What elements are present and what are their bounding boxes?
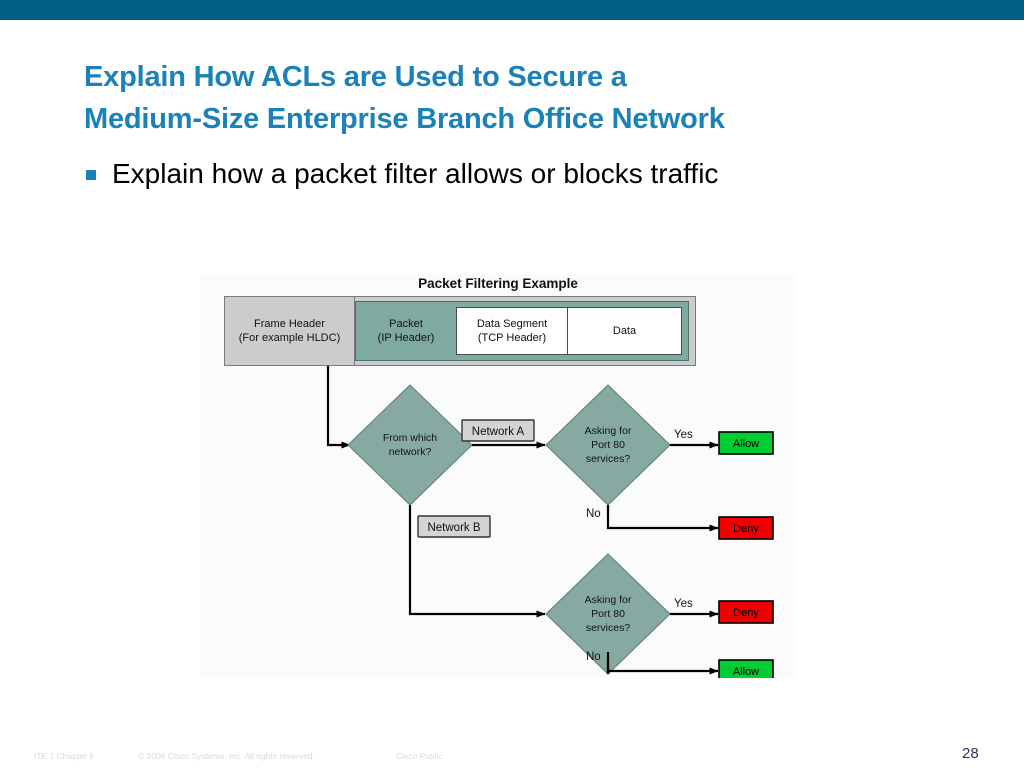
data-segment-region: Data Segment (TCP Header) Data bbox=[456, 307, 682, 355]
network-a-label: Network A bbox=[472, 426, 525, 438]
decision-from-which-network bbox=[347, 384, 473, 506]
edge-network-b bbox=[408, 505, 546, 618]
page-title: Explain How ACLs are Used to Secure a Me… bbox=[84, 56, 1004, 140]
result-box-lower-allow bbox=[718, 659, 774, 678]
decision-2-line-1: Asking for bbox=[585, 425, 632, 437]
segment-line-1: Data Segment bbox=[476, 318, 548, 330]
branch-label-lower-no: No bbox=[586, 651, 601, 663]
packet-ip-cell: Packet (IP Header) bbox=[356, 302, 456, 360]
data-cell: Data bbox=[612, 325, 637, 337]
result-box-upper-allow bbox=[718, 431, 774, 455]
frame-header-line-2: (For example HLDC) bbox=[238, 332, 341, 344]
segment-line-2: (TCP Header) bbox=[477, 332, 547, 344]
result-box-lower-deny bbox=[718, 600, 774, 624]
bullet-square-icon bbox=[86, 170, 96, 180]
edge-packet-to-network-decision bbox=[326, 366, 351, 449]
bullet-list-item: Explain how a packet filter allows or bl… bbox=[86, 157, 718, 191]
footer-chapter-label: ITE 1 Chapter 6 bbox=[34, 751, 95, 761]
network-b-label: Network B bbox=[427, 522, 480, 534]
label-box-network-a bbox=[461, 419, 535, 442]
decision-1-line-2: network? bbox=[389, 446, 432, 458]
packet-filtering-diagram: Packet Filtering Example Frame Header (F… bbox=[200, 274, 796, 678]
frame-header-line-1: Frame Header bbox=[254, 318, 325, 330]
result-label-lower-yes: Deny bbox=[733, 607, 759, 619]
top-banner-bar bbox=[0, 0, 1024, 20]
page-title-line-2: Medium-Size Enterprise Branch Office Net… bbox=[84, 103, 725, 135]
result-label-upper-no: Deny bbox=[733, 523, 759, 535]
bullet-item-label: Explain how a packet filter allows or bl… bbox=[112, 158, 719, 189]
packet-line-1: Packet bbox=[389, 318, 423, 330]
edge-upper-no bbox=[606, 505, 719, 532]
data-segment-cell: Data Segment (TCP Header) bbox=[457, 308, 568, 354]
result-label-upper-yes: Allow bbox=[733, 438, 759, 450]
packet-line-2: (IP Header) bbox=[377, 332, 435, 344]
footer-confidentiality-label: Cisco Public bbox=[396, 751, 443, 761]
result-box-upper-deny bbox=[718, 516, 774, 540]
frame-header-cell: Frame Header (For example HLDC) bbox=[225, 297, 355, 365]
decision-3-line-1: Asking for bbox=[585, 594, 632, 606]
packet-ip-region: Packet (IP Header) Data Segment (TCP Hea… bbox=[355, 301, 689, 361]
result-label-lower-no: Allow bbox=[733, 666, 759, 678]
packet-structure-bar: Frame Header (For example HLDC) Packet (… bbox=[224, 296, 696, 366]
decision-2-line-2: Port 80 bbox=[591, 439, 625, 451]
decision-2-line-3: services? bbox=[586, 453, 631, 465]
decision-3-line-3: services? bbox=[586, 622, 631, 634]
page-number: 28 bbox=[962, 745, 979, 762]
slide-footer: ITE 1 Chapter 6 © 2006 Cisco Systems, In… bbox=[0, 748, 1024, 768]
branch-label-lower-yes: Yes bbox=[674, 598, 693, 610]
diagram-heading: Packet Filtering Example bbox=[418, 276, 578, 291]
branch-label-upper-no: No bbox=[586, 508, 601, 520]
flowchart-canvas: From which network? Network A Network B … bbox=[326, 366, 774, 678]
decision-3-line-2: Port 80 bbox=[591, 608, 625, 620]
edge-lower-no bbox=[606, 652, 719, 675]
decision-1-line-1: From which bbox=[383, 432, 437, 444]
page-title-line-1: Explain How ACLs are Used to Secure a bbox=[84, 61, 627, 93]
branch-label-upper-yes: Yes bbox=[674, 429, 693, 441]
label-box-network-b bbox=[417, 515, 491, 538]
footer-copyright-label: © 2006 Cisco Systems, Inc. All rights re… bbox=[138, 751, 315, 761]
